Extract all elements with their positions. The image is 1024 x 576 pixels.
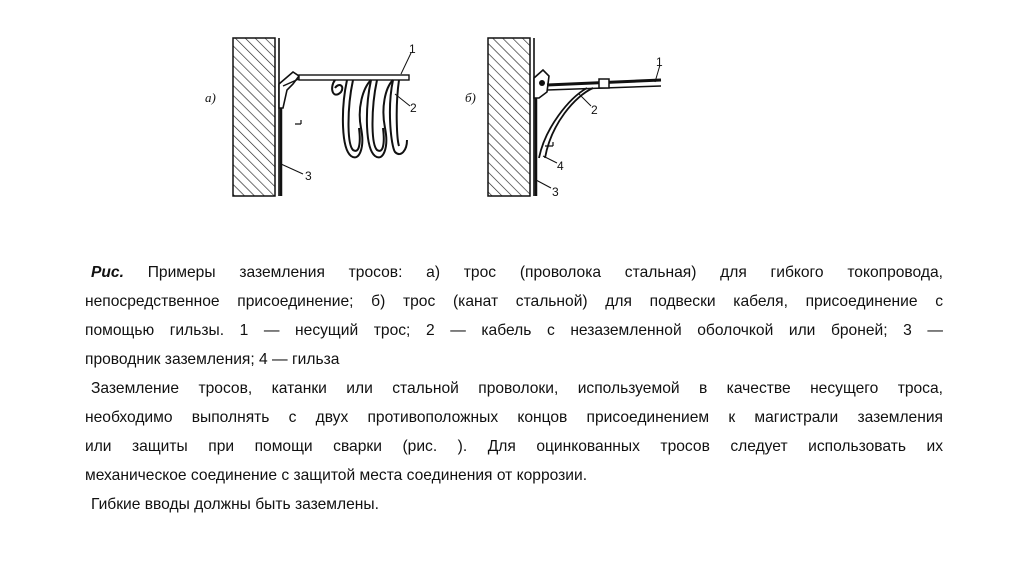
paragraph-1-line-2: необходимо выполнять с двух противополож… [85, 409, 943, 426]
text-block: Рис. Примеры заземления тросов: а) трос … [85, 258, 943, 519]
label-a: а) [205, 90, 216, 105]
paragraph-1-line-1: Заземление тросов, катанки или стальной … [91, 380, 943, 397]
bracket-a [278, 70, 301, 109]
callout-b-3: 3 [552, 185, 559, 199]
callout-a-3: 3 [305, 169, 312, 183]
paragraph-2-line-1: Гибкие вводы должны быть заземлены. [91, 496, 379, 513]
wall-left [232, 37, 276, 197]
wall-right [487, 37, 531, 197]
figure-a: а) 1 2 3 [205, 37, 417, 197]
callout-b-4: 4 [557, 159, 564, 173]
caption-line-4: проводник заземления; 4 — гильза [85, 351, 340, 368]
paragraph-1: Заземление тросов, катанки или стальной … [85, 374, 943, 490]
callout-b-1: 1 [656, 55, 663, 69]
figure-b: б) 1 2 4 3 [465, 37, 663, 199]
caption-line-2: непосредственное присоединение; б) трос … [85, 293, 943, 310]
paragraph-1-line-3: или защиты при помощи сварки (рис. ). Дл… [85, 438, 943, 455]
paragraph-2: Гибкие вводы должны быть заземлены. [85, 490, 943, 519]
figure-grounding-cables: а) 1 2 3 [195, 28, 665, 233]
caption-lead: Рис. [91, 264, 124, 281]
cable-1-a [298, 74, 410, 81]
sleeve-b [598, 78, 610, 89]
caption-line-1: Рис. Примеры заземления тросов: а) трос … [85, 258, 943, 287]
caption-line-1-text: Примеры заземления тросов: а) трос (пров… [147, 264, 943, 281]
cable-2-b [538, 87, 594, 159]
figure-drawing: а) 1 2 3 [205, 37, 663, 199]
caption-line-3: помощью гильзы. 1 — несущий трос; 2 — ка… [85, 322, 943, 339]
figure-caption: Рис. Примеры заземления тросов: а) трос … [85, 258, 943, 374]
flexible-conductor-2 [331, 79, 408, 159]
paragraph-1-line-4: механическое соединение с защитой места … [85, 467, 588, 484]
callout-a-1: 1 [409, 42, 416, 56]
callout-a-2: 2 [410, 101, 417, 115]
label-b: б) [465, 90, 476, 105]
callout-b-2: 2 [591, 103, 598, 117]
